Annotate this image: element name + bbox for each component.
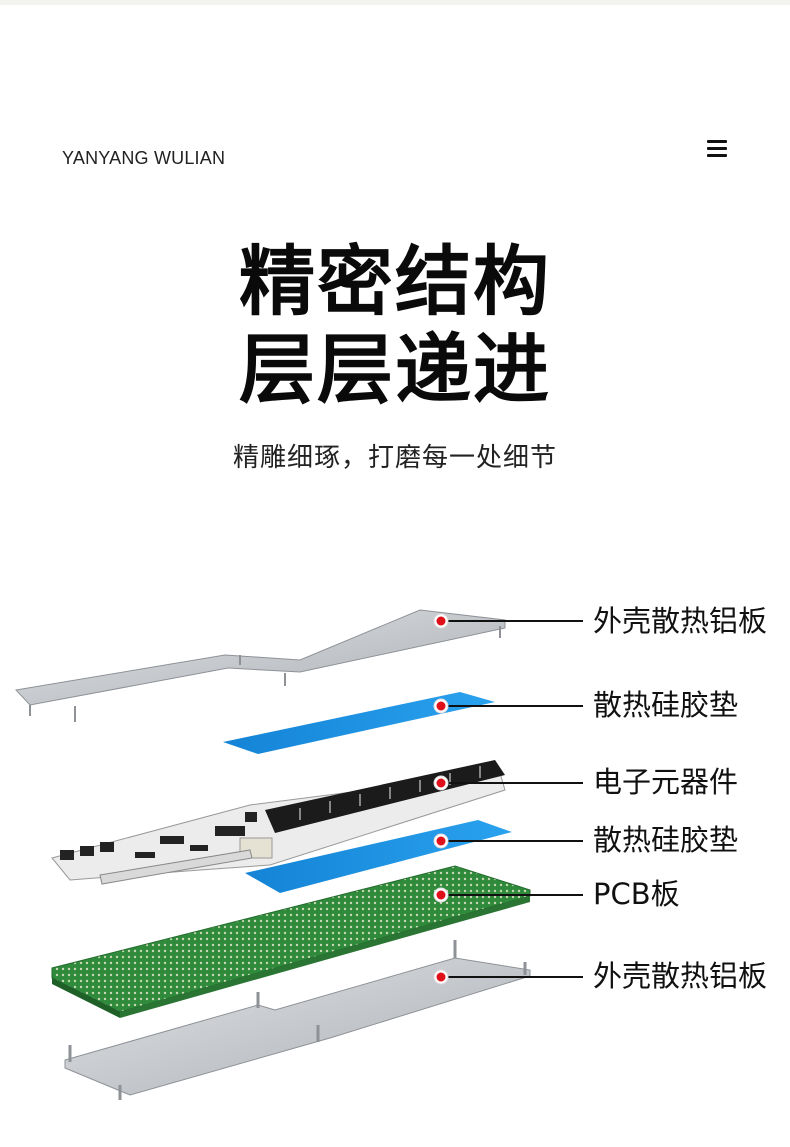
page-title-line-2: 层层递进: [239, 325, 551, 414]
pcb-board: [51, 865, 531, 1018]
layer-label-lower-silicone: 散热硅胶垫: [593, 823, 739, 857]
electronic-components: [51, 760, 506, 885]
page-title-line-1: 精密结构: [239, 237, 551, 326]
callout-markers: [433, 613, 449, 985]
upper-silicone-pad: [223, 692, 495, 754]
top-aluminum-plate: [14, 609, 506, 722]
brand-logo-text: YANYANG WULIAN: [62, 148, 226, 168]
layer-label-components: 电子元器件: [593, 765, 739, 799]
page-subtitle: 精雕细琢，打磨每一处细节: [232, 443, 557, 473]
layer-label-bottom-aluminum: 外壳散热铝板: [593, 959, 768, 993]
layer-label-top-aluminum: 外壳散热铝板: [593, 604, 768, 638]
hamburger-menu-icon[interactable]: [707, 140, 727, 158]
layer-label-upper-silicone: 散热硅胶垫: [593, 688, 739, 722]
layer-label-pcb: PCB板: [593, 877, 680, 911]
top-strip: [0, 0, 790, 5]
bottom-aluminum-plate: [64, 940, 531, 1100]
exploded-layer-diagram: 外壳散热铝板 散热硅胶垫 电子元器件 散热硅胶垫 PCB板 外壳散热铝板: [0, 560, 790, 1147]
